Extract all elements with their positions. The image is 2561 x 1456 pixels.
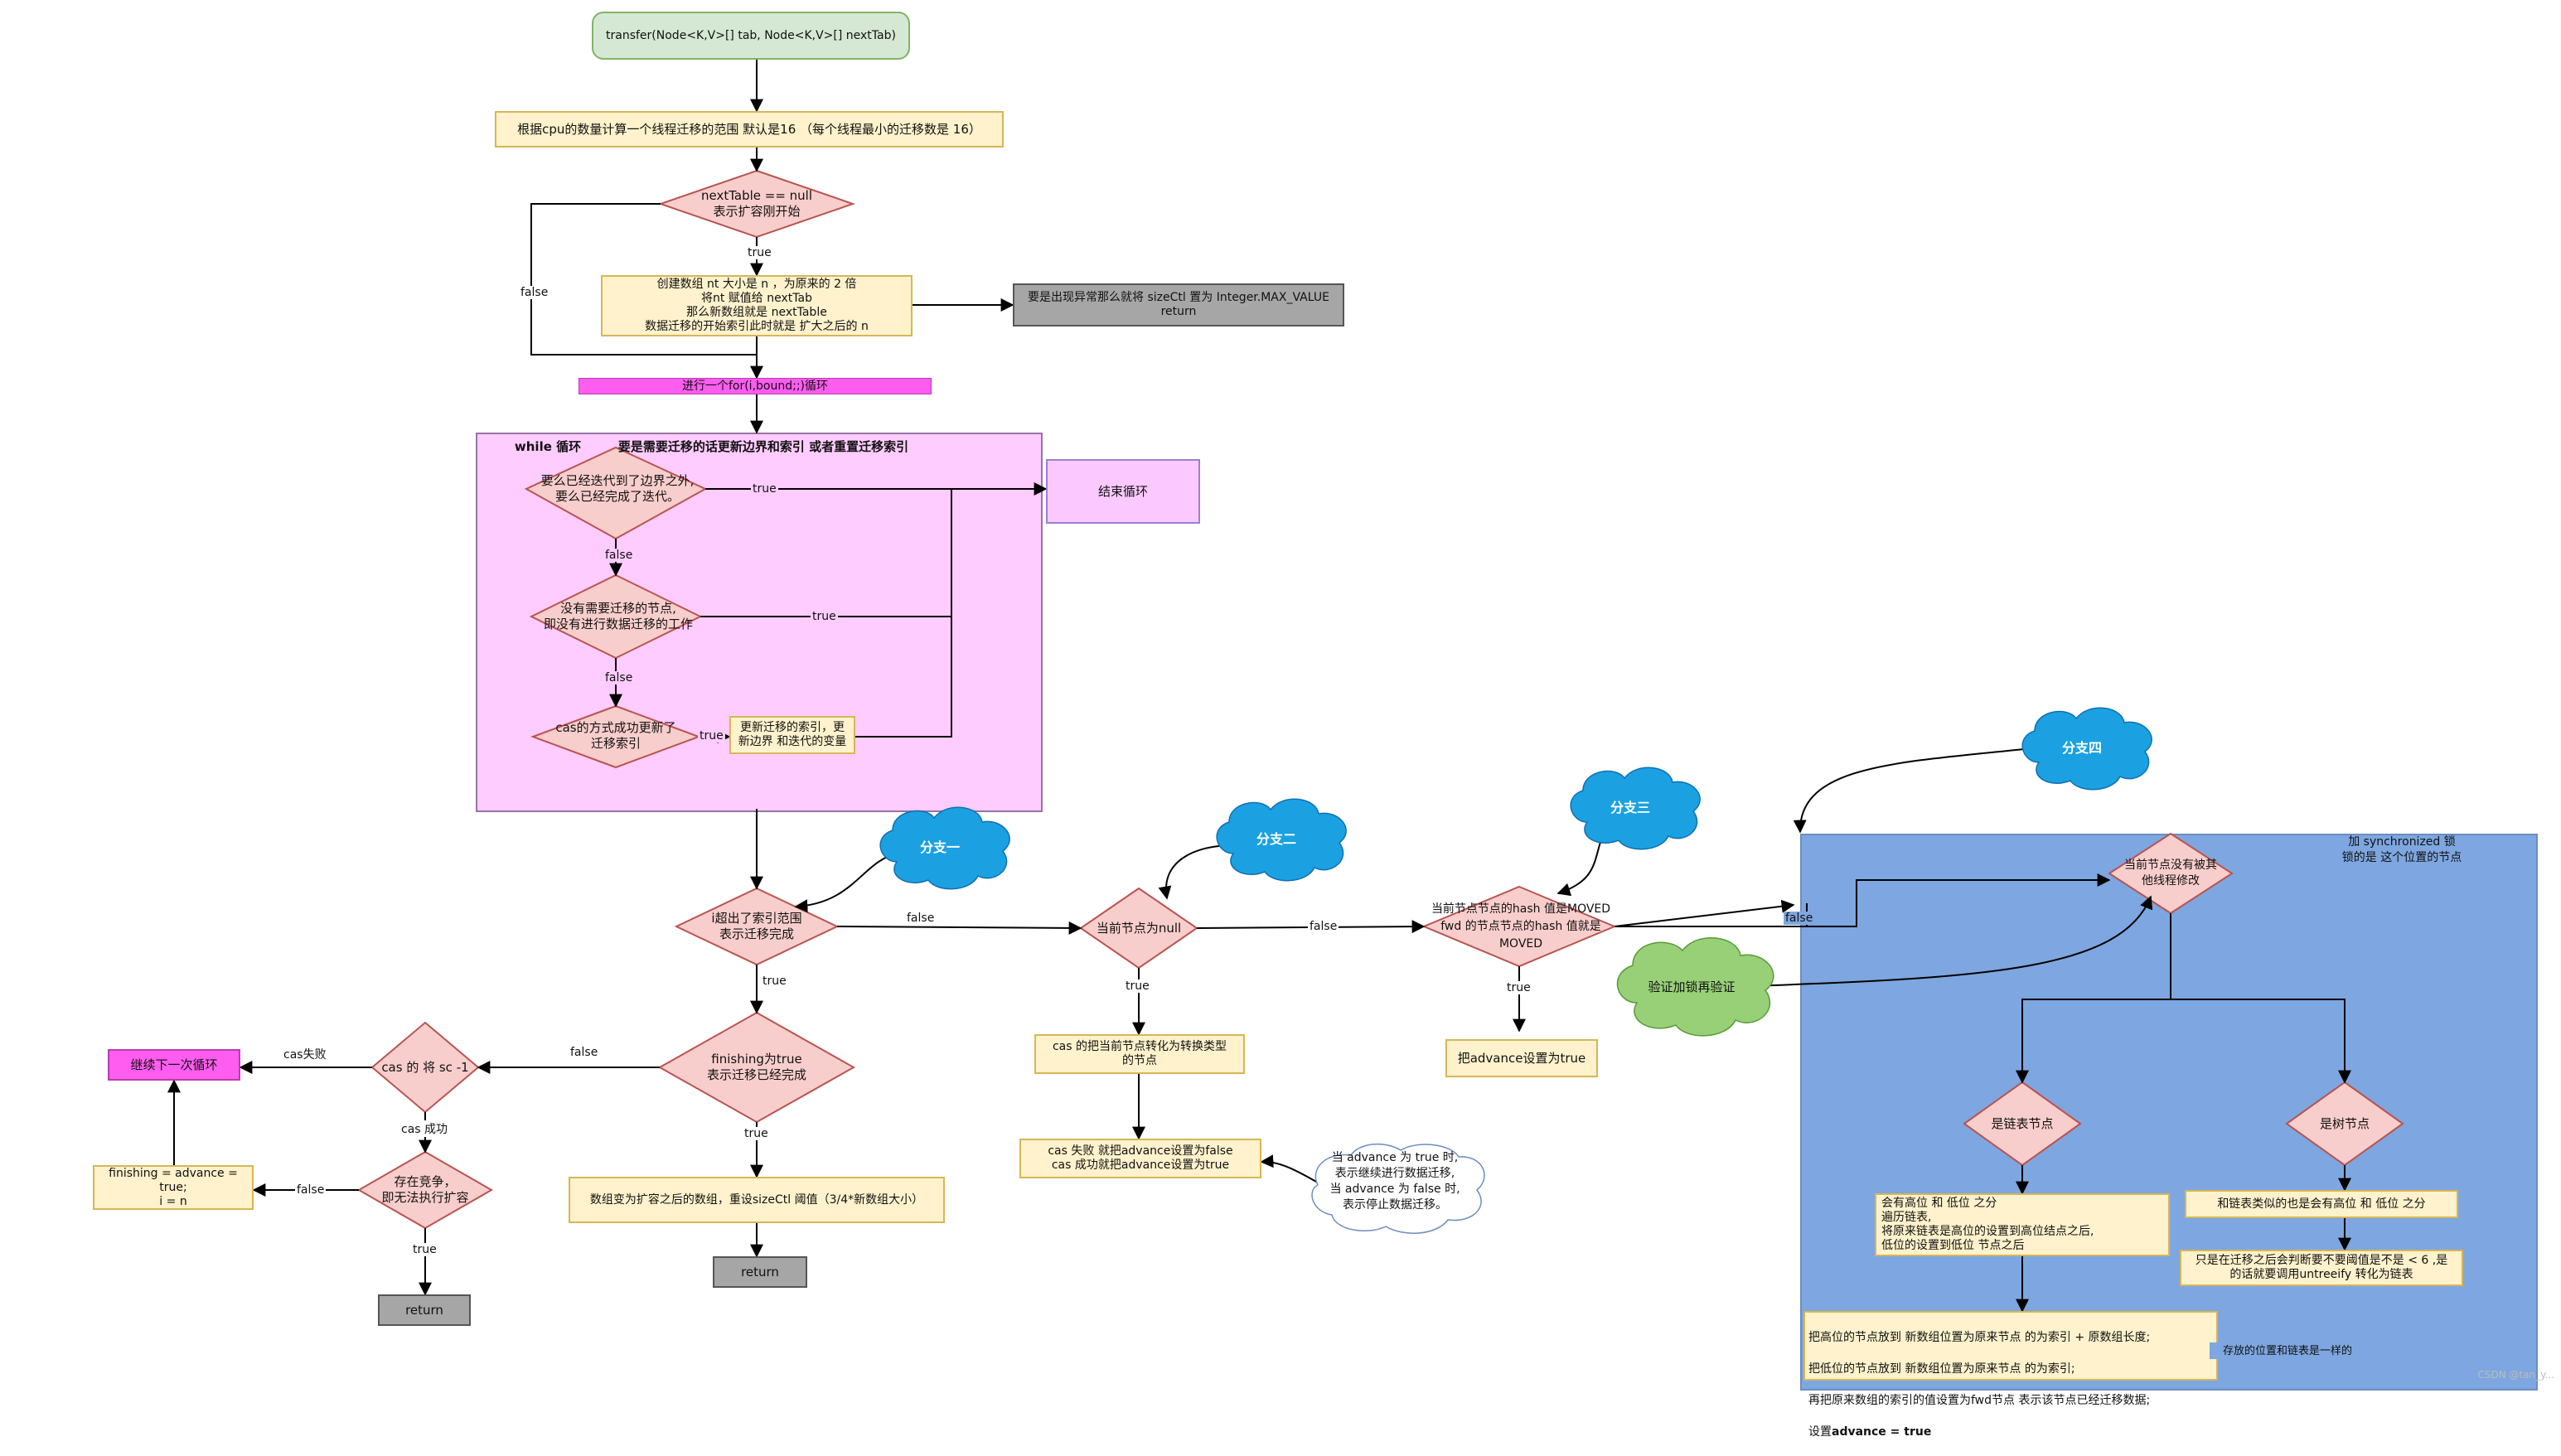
same-position-text: 存放的位置和链表是一样的 — [2210, 1342, 2365, 1359]
edge-label-true: true — [746, 246, 773, 259]
branch1-label: 分支一 — [919, 839, 960, 855]
exception-box: 要是出现异常那么就将 sizeCtl 置为 Integer.MAX_VALUE … — [1013, 283, 1344, 327]
final-move-line-4: 设置advance = true — [1808, 1425, 2213, 1440]
while-loop-title: while 循环 — [514, 438, 582, 454]
edge-label-true: true — [743, 1127, 770, 1140]
edge-label-cas-fail: cas失败 — [282, 1046, 328, 1062]
cas-index-text: cas的方式成功更新了 迁移索引 — [555, 720, 676, 751]
edge-label-true: true — [411, 1243, 438, 1256]
cas-fwd-box: cas 的把当前节点转化为转换类型 的节点 — [1034, 1034, 1245, 1074]
clouds — [879, 707, 2152, 1234]
edge-label-false: false — [519, 286, 550, 299]
edge-label-false: false — [295, 1183, 327, 1197]
edge-label-cas-success: cas 成功 — [399, 1120, 450, 1137]
update-index-box: 更新迁移的索引，更 新边界 和迭代的变量 — [729, 716, 855, 754]
out-of-range-text: i超出了索引范围 表示迁移完成 — [711, 911, 802, 941]
flowchart-canvas — [167, 60, 2404, 1357]
for-loop-box: 进行一个for(i,bound;;)循环 — [579, 378, 932, 394]
edge-label-true: true — [751, 482, 778, 496]
edge-label-false: false — [603, 549, 635, 562]
cloud-branch3 — [1570, 767, 1701, 850]
cloud-branch4 — [2021, 707, 2152, 791]
list-split-box: 会有高位 和 低位 之分 遍历链表, 将原来链表是高位的设置到高位结点之后, 低… — [1875, 1193, 2170, 1256]
return-left-box: return — [378, 1294, 471, 1326]
final-move-box: 把高位的节点放到 新数组位置为原来节点 的为索引 + 原数组长度; 把低位的节点… — [1803, 1311, 2218, 1439]
branch2-label: 分支二 — [1256, 831, 1296, 847]
final-move-bold: advance = true — [1832, 1425, 1932, 1439]
is-list-text: 是链表节点 — [1991, 1115, 2054, 1131]
edges — [167, 60, 2351, 1357]
new-array-box: 数组变为扩容之后的数组，重设sizeCtl 阈值（3/4*新数组大小） — [569, 1177, 945, 1223]
set-finishing-box: finishing = advance = true; i = n — [93, 1165, 254, 1210]
edge-label-true: true — [1124, 980, 1151, 993]
cas-sc-text: cas 的 将 sc -1 — [381, 1059, 469, 1075]
edge-label-true: true — [1505, 981, 1532, 994]
cloud-branch2 — [1216, 798, 1347, 882]
cloud-recheck — [1616, 936, 1774, 1037]
competition-text: 存在竞争， 即无法执行扩容 — [381, 1174, 469, 1205]
is-tree-text: 是树节点 — [2319, 1115, 2370, 1131]
watermark: CSDN @tan_y... — [2477, 1369, 2554, 1381]
advance-note-text: 当 advance 为 true 时, 表示继续进行数据迁移, 当 advanc… — [1329, 1151, 1460, 1212]
synchronized-region — [1800, 834, 2538, 1391]
iterated-text: 要么已经迭代到了边界之外, 要么已经完成了迭代。 — [540, 473, 695, 504]
branch4-label: 分支四 — [2061, 740, 2102, 756]
branch3-label: 分支三 — [1610, 800, 1650, 815]
not-modified-text: 当前节点没有被其 他线程修改 — [2124, 859, 2217, 888]
final-move-line-2: 把低位的节点放到 新数组位置为原来节点 的为索引; — [1808, 1362, 2075, 1376]
cloud-advance-note — [1311, 1143, 1485, 1234]
edge-label-false: false — [603, 671, 635, 684]
edge-label-false: false — [569, 1046, 600, 1059]
stride-box: 根据cpu的数量计算一个线程迁移的范围 默认是16 （每个线程最小的迁移数是 1… — [495, 111, 1004, 148]
cas-result-box: cas 失败 就把advance设置为false cas 成功就把advance… — [1019, 1139, 1261, 1178]
edge-label-true: true — [761, 975, 788, 988]
sync-note-text: 加 synchronized 锁 锁的是 这个位置的节点 — [2341, 835, 2462, 864]
diamond-cas-index — [530, 704, 701, 769]
finishing-text: finishing为true 表示迁移已经完成 — [706, 1052, 806, 1082]
no-task-text: 没有需要迁移的节点, 即没有进行数据迁移的工作 — [543, 601, 693, 631]
create-array-box: 创建数组 nt 大小是 n ，为原来的 2 倍 将nt 赋值给 nextTab … — [601, 275, 913, 336]
next-table-null-text: nextTable == null 表示扩容刚开始 — [700, 188, 813, 219]
start-node: transfer(Node<K,V>[] tab, Node<K,V>[] ne… — [592, 12, 910, 60]
continue-loop-box: 继续下一次循环 — [108, 1049, 240, 1081]
final-move-line-3: 再把原来数组的索引的值设置为fwd节点 表示该节点已经迁移数据; — [1808, 1394, 2151, 1407]
set-advance-box: 把advance设置为true — [1445, 1039, 1598, 1077]
node-null-text: 当前节点为null — [1096, 920, 1182, 936]
untreeify-box: 只是在迁移之后会判断要不要阈值是不是 < 6 ,是 的话就要调用untreeif… — [2180, 1250, 2463, 1286]
tree-split-box: 和链表类似的也是会有高位 和 低位 之分 — [2185, 1190, 2458, 1218]
return-center-box: return — [713, 1256, 807, 1288]
end-loop-box: 结束循环 — [1046, 459, 1200, 524]
edge-label-false: false — [1308, 920, 1339, 933]
edge-label-true: true — [811, 610, 838, 623]
final-move-line-1: 把高位的节点放到 新数组位置为原来节点 的为索引 + 原数组长度; — [1808, 1331, 2151, 1344]
final-move-prefix: 设置 — [1808, 1425, 1832, 1439]
edge-label-false: false — [1784, 912, 1815, 925]
edge-label-true: true — [698, 729, 725, 743]
edge-label-false: false — [905, 912, 937, 925]
moved-text: 当前节点节点的hash 值是MOVED fwd 的节点节点的hash 值就是 M… — [1431, 902, 1611, 951]
cloud-branch1 — [879, 806, 1010, 890]
while-loop-note: 要是需要迁移的话更新边界和索引 或者重置迁移索引 — [617, 438, 909, 454]
diamonds — [356, 169, 2404, 1230]
recheck-label: 验证加锁再验证 — [1648, 979, 1736, 994]
